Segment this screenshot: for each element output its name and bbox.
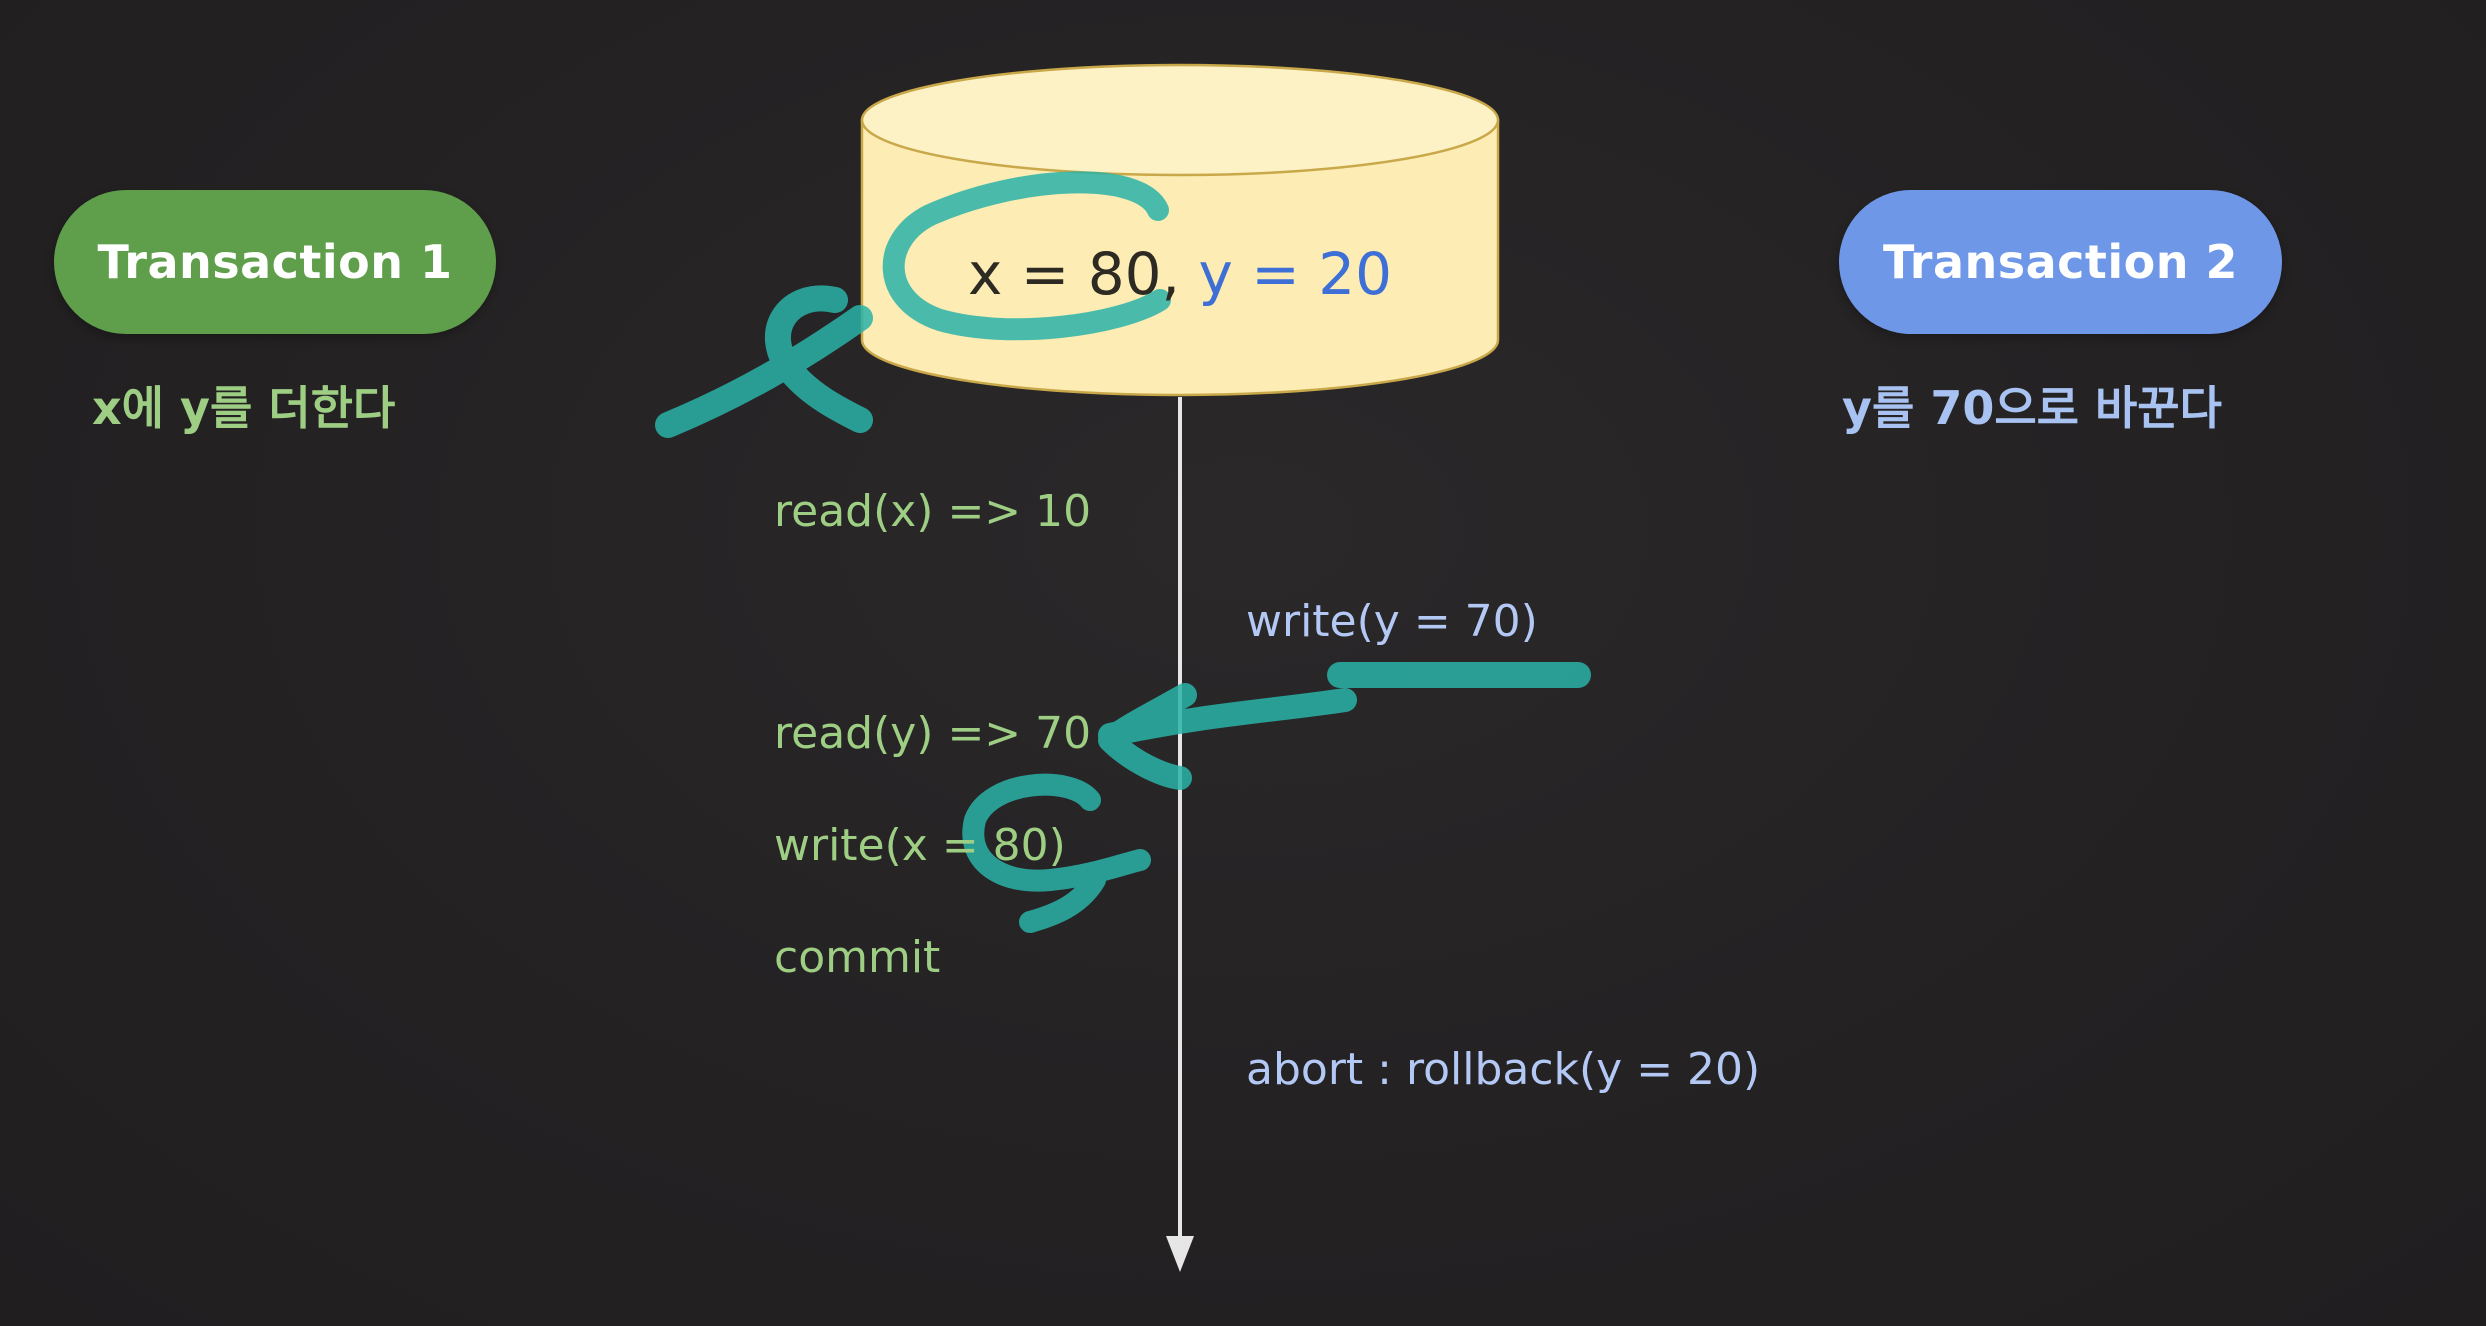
circle-x-annotation	[882, 171, 1171, 341]
database-y-value: y = 20	[1198, 240, 1393, 308]
timeline-arrow	[1166, 397, 1194, 1272]
transaction1-description: x에 y를 더한다	[92, 381, 396, 435]
handwritten-annotations	[655, 171, 1591, 933]
t2-write-y: write(y = 70)	[1246, 596, 1538, 647]
t1-commit: commit	[774, 932, 941, 983]
transaction2-description: y를 70으로 바꾼다	[1842, 381, 2222, 435]
t1-read-y: read(y) => 70	[774, 708, 1092, 759]
database-x-value: x = 80,	[967, 240, 1180, 308]
t1-read-x: read(x) => 10	[774, 486, 1092, 537]
database-values: x = 80, y = 20	[860, 240, 1500, 308]
arrow-to-transaction1-annotation	[655, 305, 873, 438]
t1-write-x: write(x = 80)	[774, 820, 1066, 871]
transaction1-badge: Transaction 1	[54, 190, 496, 334]
transaction2-badge: Transaction 2	[1839, 190, 2282, 334]
t2-abort-rollback: abort : rollback(y = 20)	[1246, 1044, 1761, 1095]
database-cylinder	[860, 63, 1500, 397]
